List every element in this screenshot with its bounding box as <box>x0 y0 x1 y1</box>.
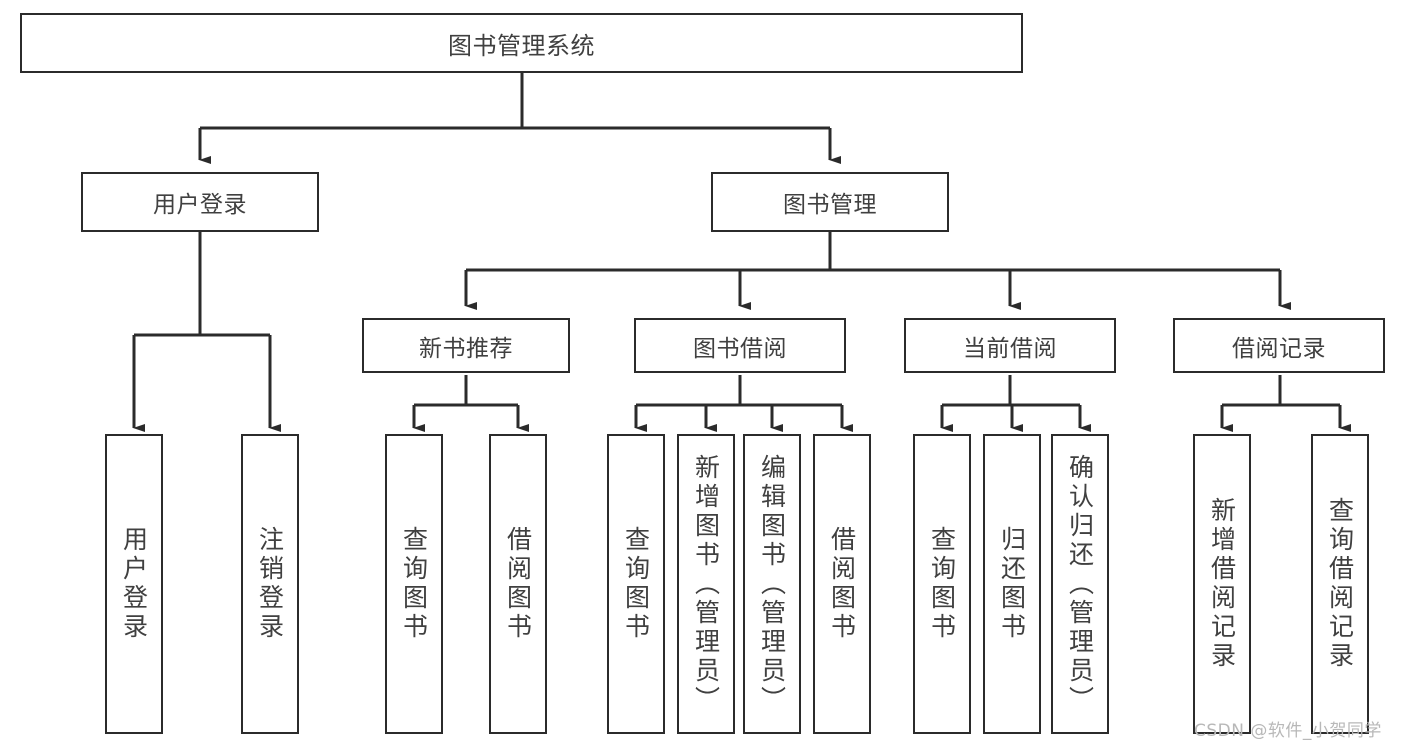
node-book-management-label: 图书管理 <box>783 192 877 218</box>
leaf-confirm-return-admin-label: 确认归还（管理员） <box>1065 453 1095 715</box>
leaf-edit-book-admin[interactable]: 编辑图书（管理员） <box>743 434 801 734</box>
leaf-query-borrow-record-label: 查询借阅记录 <box>1325 497 1355 671</box>
node-root[interactable]: 图书管理系统 <box>20 13 1023 73</box>
node-current-borrow-label: 当前借阅 <box>963 335 1057 362</box>
leaf-borrow-book-recommend-label: 借阅图书 <box>503 526 533 642</box>
node-user-login-label: 用户登录 <box>153 192 247 218</box>
leaf-add-borrow-record[interactable]: 新增借阅记录 <box>1193 434 1251 734</box>
node-borrow-record-label: 借阅记录 <box>1232 335 1326 362</box>
node-borrow-record[interactable]: 借阅记录 <box>1173 318 1385 373</box>
leaf-query-book-current[interactable]: 查询图书 <box>913 434 971 734</box>
watermark: CSDN @软件_小贺同学 <box>1194 721 1382 741</box>
leaf-query-book-recommend[interactable]: 查询图书 <box>385 434 443 734</box>
node-new-book-recommend[interactable]: 新书推荐 <box>362 318 570 373</box>
leaf-query-book-recommend-label: 查询图书 <box>399 526 429 642</box>
leaf-user-login-label: 用户登录 <box>119 526 149 642</box>
node-root-label: 图书管理系统 <box>448 31 595 60</box>
leaf-borrow-book[interactable]: 借阅图书 <box>813 434 871 734</box>
leaf-return-book-label: 归还图书 <box>997 526 1027 642</box>
leaf-query-book-borrow-label: 查询图书 <box>621 526 651 642</box>
node-current-borrow[interactable]: 当前借阅 <box>904 318 1116 373</box>
leaf-edit-book-admin-label: 编辑图书（管理员） <box>757 453 787 715</box>
node-new-book-recommend-label: 新书推荐 <box>419 335 513 362</box>
leaf-logout-label: 注销登录 <box>255 526 285 642</box>
leaf-logout[interactable]: 注销登录 <box>241 434 299 734</box>
leaf-add-book-admin[interactable]: 新增图书（管理员） <box>677 434 735 734</box>
leaf-borrow-book-label: 借阅图书 <box>827 526 857 642</box>
leaf-confirm-return-admin[interactable]: 确认归还（管理员） <box>1051 434 1109 734</box>
leaf-add-book-admin-label: 新增图书（管理员） <box>691 453 721 715</box>
leaf-return-book[interactable]: 归还图书 <box>983 434 1041 734</box>
leaf-query-borrow-record[interactable]: 查询借阅记录 <box>1311 434 1369 734</box>
node-book-borrow[interactable]: 图书借阅 <box>634 318 846 373</box>
node-book-management[interactable]: 图书管理 <box>711 172 949 232</box>
leaf-add-borrow-record-label: 新增借阅记录 <box>1207 497 1237 671</box>
leaf-query-book-current-label: 查询图书 <box>927 526 957 642</box>
node-user-login[interactable]: 用户登录 <box>81 172 319 232</box>
leaf-borrow-book-recommend[interactable]: 借阅图书 <box>489 434 547 734</box>
leaf-query-book-borrow[interactable]: 查询图书 <box>607 434 665 734</box>
node-book-borrow-label: 图书借阅 <box>693 335 787 362</box>
leaf-user-login[interactable]: 用户登录 <box>105 434 163 734</box>
